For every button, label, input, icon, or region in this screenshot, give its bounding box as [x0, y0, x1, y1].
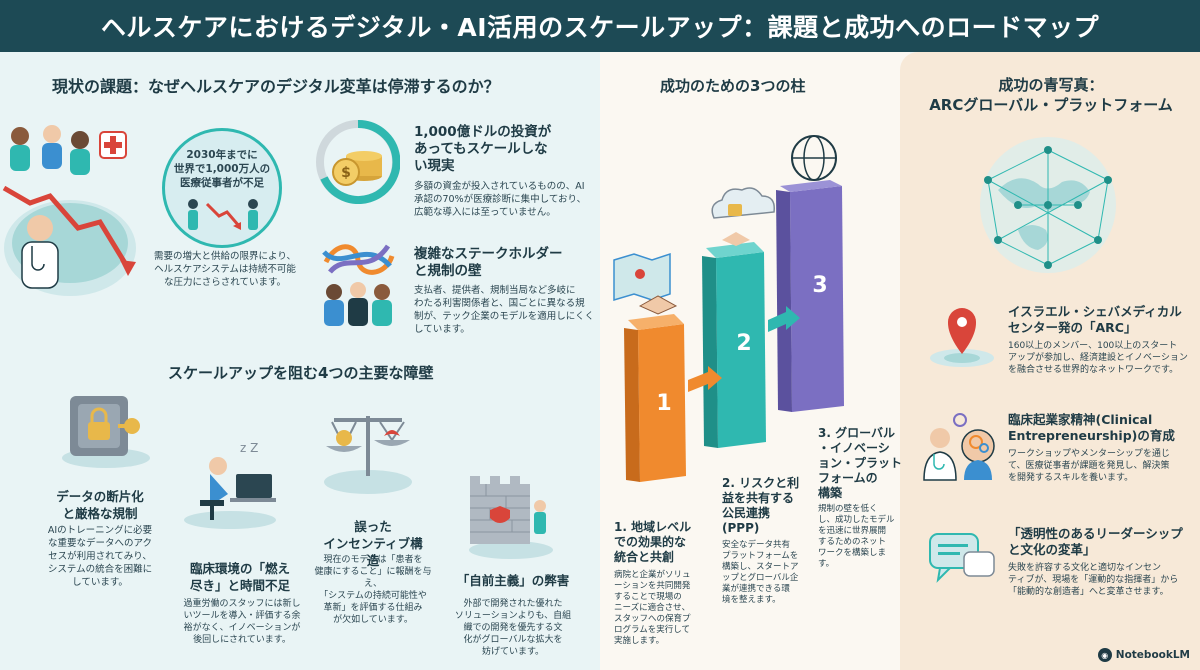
entrepreneurship-heading: 臨床起業家精神(Clinical Entrepreneurship)の育成 — [1008, 412, 1175, 443]
pillar-1-number: 1 — [656, 391, 671, 416]
barrier-3-heading: 誤った インセンティブ構造 — [323, 519, 423, 568]
scale-icon — [322, 398, 414, 498]
shortage-text: 2030年までに 世界で1,000万人の 医療従事者が不足 — [173, 149, 271, 189]
global-network-icon — [958, 130, 1138, 280]
pillar-3-heading: 3. グローバル ・イノベーシ ョン・プラット フォームの 構築 — [818, 426, 903, 500]
locked-safe-icon — [60, 392, 152, 470]
leadership-desc: 失敗を許容する文化と適切なインセン ティブが、現場を「運動的な指揮者」から 「能… — [1008, 563, 1179, 597]
barrier-1-heading: データの断片化 と厳格な規制 — [56, 489, 144, 521]
barriers-heading: スケールアップを阻む4つの主要な障壁 — [168, 364, 434, 382]
page-title: ヘルスケアにおけるデジタル・AI活用のスケールアップ：課題と成功へのロードマップ — [100, 13, 1100, 42]
chat-bubble-icon — [924, 526, 1000, 590]
stakeholders-heading: 複雑なステークホルダー と規制の壁 — [414, 246, 563, 279]
pillar-2-desc: 安全なデータ共有 プラットフォームを 構築し、スタートア ップとグローバル企 業… — [722, 540, 799, 605]
investment-heading: 1,000億ドルの投資が あってもスケールしな い現実 — [414, 124, 552, 174]
barrier-4-desc: 外部で開発された優れた ソリューションよりも、自組 織での開発を優先する文 化が… — [454, 599, 572, 657]
barrier-3-desc: 現在のモデルは「患者を 健康にすること」に報酬を与え、 「システムの持続可能性や… — [314, 555, 432, 625]
blueprint-heading: 成功の青写真： ARCグローバル・プラットフォーム — [929, 76, 1173, 114]
investment-desc: 多額の資金が投入されているものの、AI 承認の70%が医療診断に集中しており、 … — [414, 181, 587, 218]
stakeholders-knot-icon — [316, 232, 400, 332]
brand-logo: ◉ NotebookLM — [1097, 648, 1190, 662]
brand-name: NotebookLM — [1115, 649, 1190, 661]
shortage-circle — [162, 128, 282, 248]
pillar-1-desc: 病院と企業がソリュ ーションを共同開発 することで現場の ニーズに適合させ、 ス… — [614, 570, 691, 646]
healthcare-workers-illustration — [0, 118, 140, 298]
svg-text:z Z: z Z — [240, 441, 258, 455]
shortage-desc: 需要の増大と供給の限界により、 ヘルスケアシステムは持続不可能 な圧力にさらされ… — [154, 251, 296, 288]
pillars-illustration: 3 2 1 — [604, 130, 904, 520]
barrier-1-desc: AIのトレーニングに必要 な重要なデータへのアク セスが利用されてみり、 システ… — [47, 525, 153, 588]
shortage-people-icon — [185, 196, 263, 236]
barrier-2-desc: 過重労働のスタッフには新し いツールを導入・評価する余 裕がなく、イノベーション… — [183, 599, 301, 645]
leadership-heading: 「透明性のあるリーダーシップ と文化の変革」 — [1008, 526, 1183, 557]
arc-desc: 160以上のメンバー、100以上のスタート アップが参加し、経済建設とイノベーシ… — [1008, 341, 1188, 375]
pillar-1-heading: 1. 地域レベル での効果的な 統合と共創 — [614, 520, 692, 564]
title-bar: ヘルスケアにおけるデジタル・AI活用のスケールアップ：課題と成功へのロードマップ — [0, 0, 1200, 52]
location-pin-icon — [926, 306, 998, 370]
pillar-2-heading: 2. リスクと利 益を共有する 公民連携 (PPP) — [722, 476, 800, 535]
arc-heading: イスラエル・シェバメディカル センター発の「ARC」 — [1008, 304, 1182, 335]
clinical-entrepreneur-icon — [918, 410, 1002, 486]
pillar-3-number: 3 — [812, 273, 827, 298]
entrepreneurship-desc: ワークショップやメンターシップを通じ て、医療従事者が課題を発見し、解決策 を開… — [1008, 449, 1170, 483]
pillar-2-number: 2 — [736, 331, 751, 356]
burnout-worker-icon: z Z — [180, 430, 280, 530]
notebooklm-logo-icon: ◉ — [1097, 648, 1112, 662]
barrier-2-heading: 臨床環境の「燃え 尽き」と時間不足 — [189, 561, 290, 593]
coins-icon: $ — [316, 120, 400, 204]
svg-text:$: $ — [341, 165, 351, 181]
challenges-heading: 現状の課題：なぜヘルスケアのデジタル変革は停滞するのか？ — [52, 77, 500, 96]
pillar-3-desc: 規制の壁を低く し、成功したモデル を迅速に世界展開 するためのネット ワークを… — [818, 504, 895, 569]
barrier-4-heading: 「自前主義」の弊害 — [456, 573, 570, 588]
wall-icon — [466, 470, 556, 560]
stakeholders-desc: 支払者、提供者、規制当局など多岐に わたる利害関係者と、国ごとに異なる規 制が、… — [414, 285, 595, 335]
pillars-heading: 成功のための3つの柱 — [660, 77, 806, 95]
